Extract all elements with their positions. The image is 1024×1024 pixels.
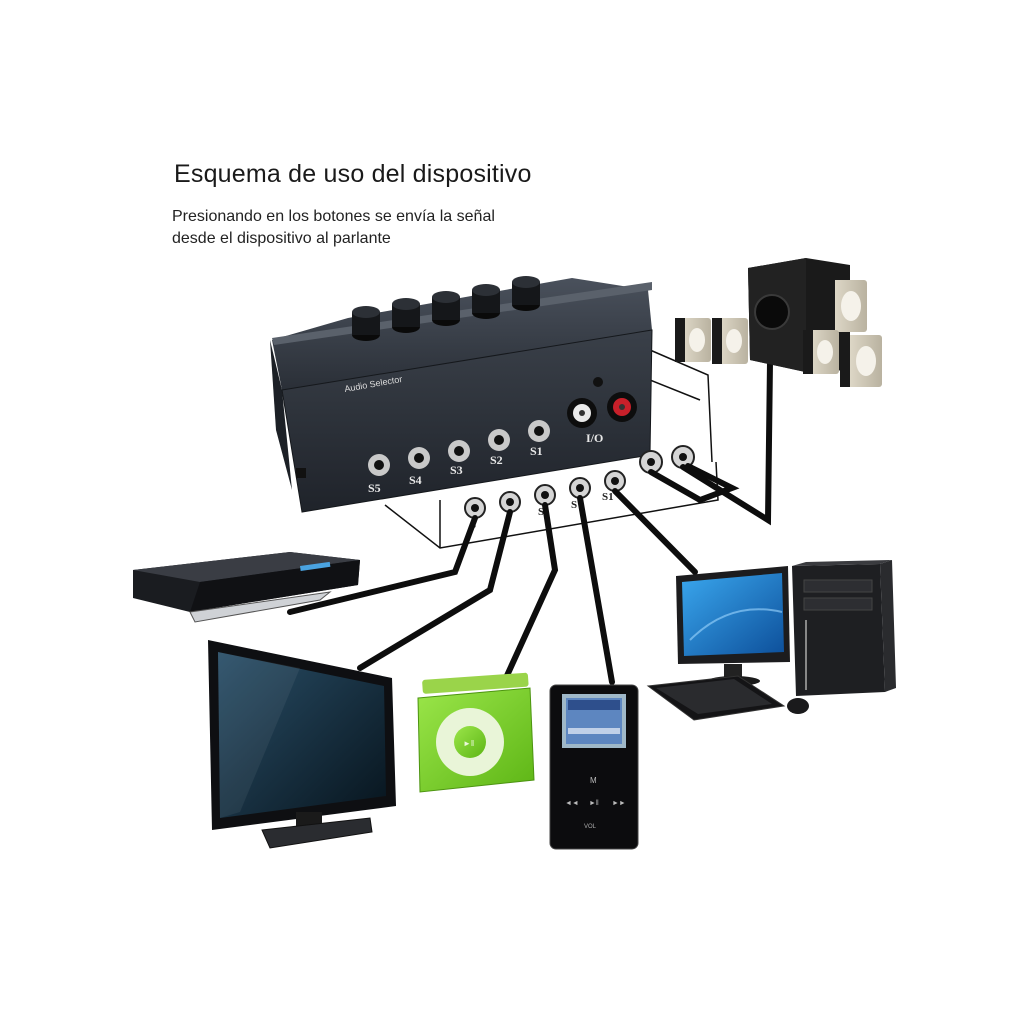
mp3-player: M ◄◄ ►‖ ►► VOL [549, 684, 639, 850]
jack-s3 [448, 440, 470, 462]
knob-3[interactable] [432, 291, 460, 326]
jack-s4 [408, 447, 430, 469]
pc-monitor [676, 566, 790, 686]
indicator-led [593, 377, 603, 387]
cable-dvd [287, 515, 478, 615]
pc-screen [682, 573, 784, 656]
play-pause-icon: ►‖ [463, 739, 474, 748]
rear-jack-5 [464, 497, 486, 519]
rear-jack-4 [499, 491, 521, 513]
port-label-s3: S3 [450, 463, 463, 477]
port-label-s2: S2 [490, 453, 503, 467]
selector-knobs [352, 276, 540, 341]
next-icon: ►► [612, 800, 626, 807]
satellite-speaker-1 [675, 318, 711, 362]
cable-tv [357, 509, 513, 671]
prev-icon: ◄◄ [565, 800, 579, 807]
port-label-s5: S5 [368, 481, 381, 495]
rear-label-2: S [571, 499, 577, 511]
satellite-speaker-3 [825, 280, 867, 332]
description-line-1: Presionando en los botones se envía la s… [172, 208, 495, 225]
mp3-volume-label: VOL [584, 824, 597, 830]
io-label: I/O [586, 431, 603, 445]
knob-5[interactable] [352, 306, 380, 341]
diagram-title: Esquema de uso del dispositivo [174, 160, 532, 188]
pc-keyboard [646, 675, 786, 721]
rca-white-jack [567, 398, 597, 428]
desktop-computer [646, 560, 896, 721]
port-label-s1: S1 [530, 444, 543, 458]
cable-speaker-a [648, 463, 740, 504]
rear-label-1: S1 [602, 491, 614, 503]
jack-s1 [528, 420, 550, 442]
jack-s5 [368, 454, 390, 476]
satellite-speaker-2 [712, 318, 748, 364]
subwoofer-cone [754, 294, 790, 330]
jack-s2 [488, 429, 510, 451]
knob-1[interactable] [512, 276, 540, 311]
rear-label-3: S [538, 506, 544, 518]
cable-mp3 [577, 495, 615, 685]
flat-tv [208, 640, 396, 849]
pc-mouse [787, 698, 809, 714]
cable-pc [612, 488, 698, 575]
play-icon: ►‖ [589, 800, 599, 807]
dvd-player [133, 552, 360, 623]
cable-speaker-b [680, 359, 773, 526]
mp3-menu-label: M [590, 776, 597, 785]
rca-red-jack [607, 392, 637, 422]
disc-tray [189, 591, 332, 623]
speaker-system [675, 258, 882, 387]
cable-ipod [502, 502, 559, 683]
knob-2[interactable] [472, 284, 500, 319]
satellite-speaker-4 [803, 330, 839, 374]
diagram-description: Presionando en los botones se envía la s… [172, 206, 592, 250]
ipod-center-button [454, 726, 486, 758]
port-label-s4: S4 [409, 473, 422, 487]
cables [287, 359, 773, 685]
tv-screen [218, 652, 386, 818]
front-jacks [368, 392, 637, 476]
satellite-speaker-5 [840, 335, 882, 387]
knob-4[interactable] [392, 298, 420, 333]
ipod-shuffle: ►‖ [417, 672, 535, 793]
pc-tower [792, 560, 896, 696]
description-line-2: desde el dispositivo al parlante [172, 230, 391, 247]
